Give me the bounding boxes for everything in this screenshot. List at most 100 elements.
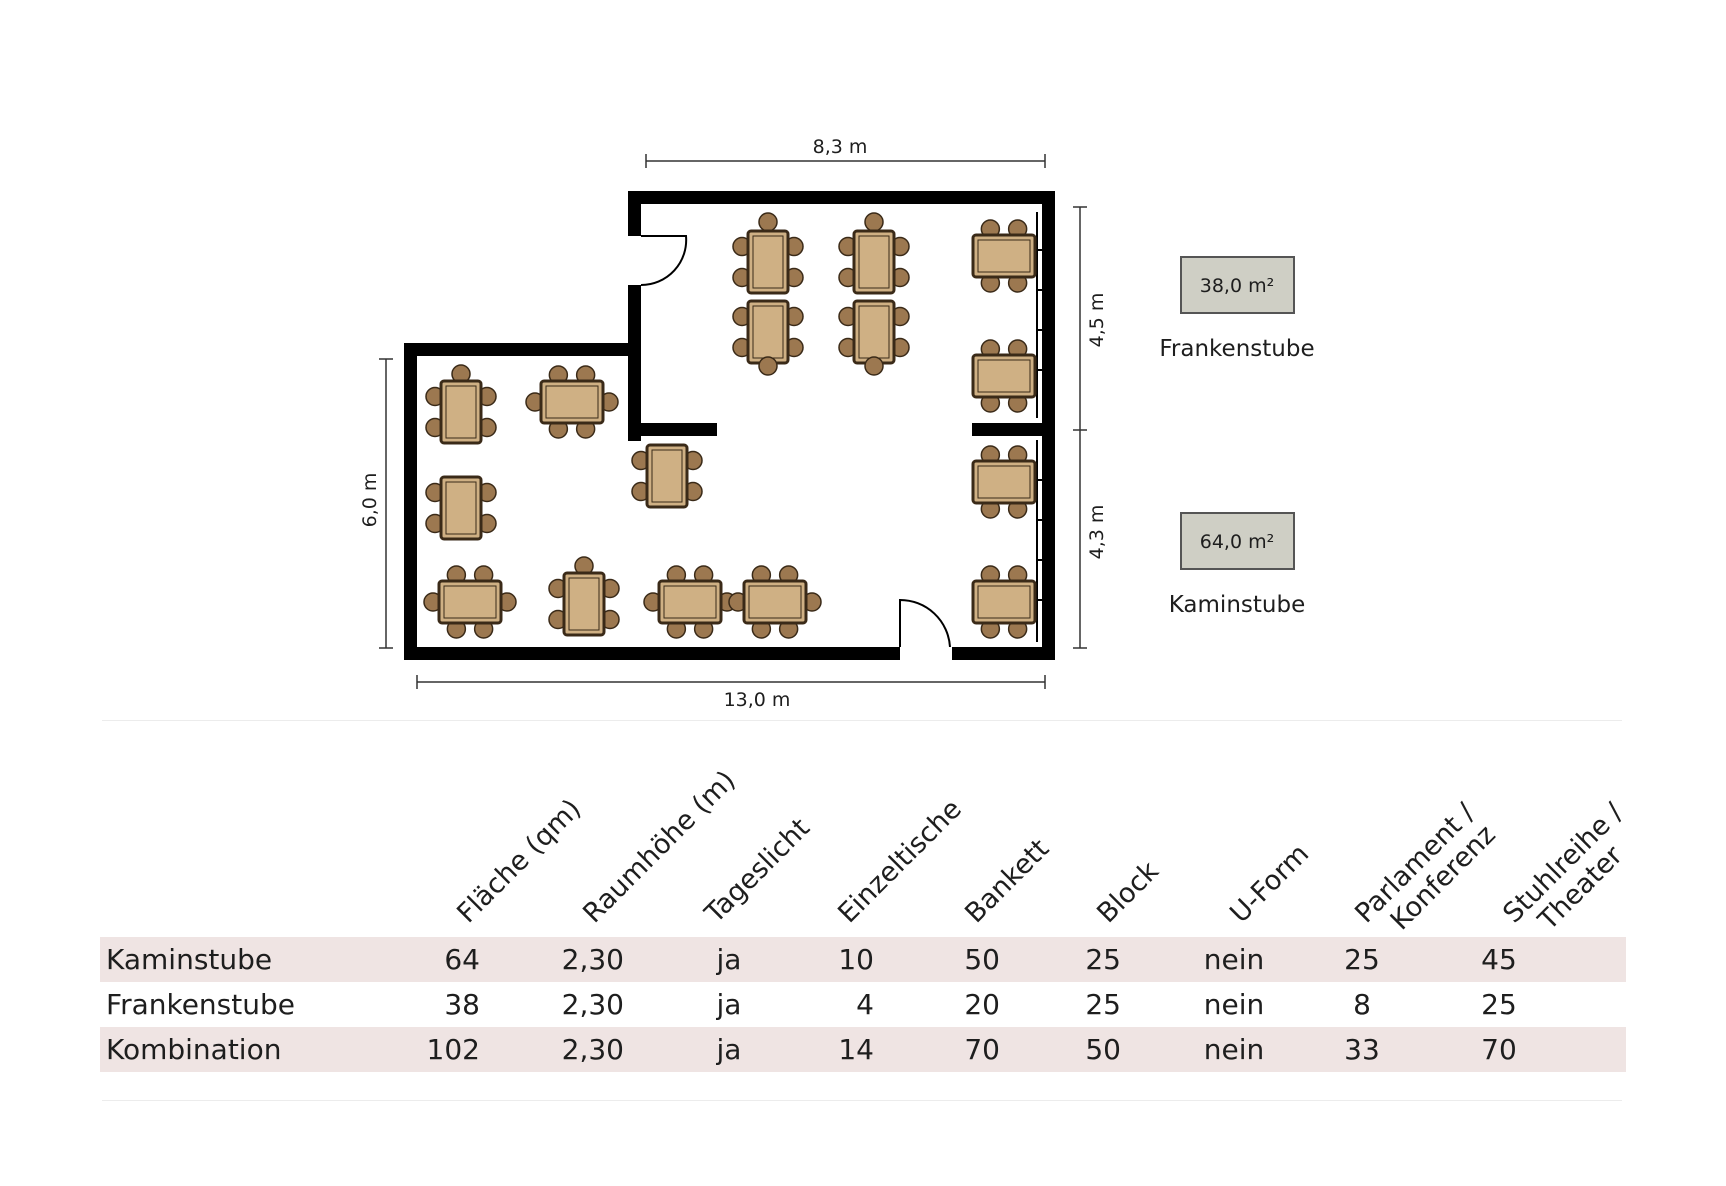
- col-header-parlament-konferenz: Parlament /Konferenz: [1349, 797, 1502, 937]
- cell-bankett: 20: [964, 988, 1000, 1021]
- table-inset: [663, 585, 717, 619]
- cell-u-form: nein: [1203, 943, 1265, 976]
- wall-segment: [628, 423, 717, 436]
- cell-tageslicht: ja: [716, 988, 742, 1021]
- cell-flaeche: 64: [444, 943, 480, 976]
- row-name: Frankenstube: [106, 988, 295, 1021]
- chair: [758, 356, 778, 376]
- table-inset: [443, 585, 497, 619]
- col-header-einzeltische: Einzeltische: [832, 793, 968, 930]
- table: [852, 229, 896, 295]
- wall-segment: [628, 285, 641, 441]
- table: [437, 579, 503, 625]
- table: [657, 579, 723, 625]
- col-header-raumhoehe: Raumhöhe (m): [577, 764, 742, 930]
- cell-parlament: 25: [1344, 943, 1380, 976]
- table: [439, 379, 483, 445]
- chair: [864, 356, 884, 376]
- cell-u-form: nein: [1203, 988, 1265, 1021]
- wall-segment: [404, 343, 417, 660]
- table-inset: [977, 585, 1031, 619]
- row-name: Kaminstube: [106, 943, 273, 976]
- table: [645, 443, 689, 509]
- frankenstube-label: Frankenstube: [1159, 336, 1314, 362]
- table: [971, 233, 1037, 279]
- wall-segment: [404, 647, 900, 660]
- furniture: [423, 212, 1037, 639]
- dim-right-upper-label: 4,5 m: [1086, 293, 1108, 348]
- cell-raumhoehe: 2,30: [561, 943, 624, 976]
- col-header-flaeche: Fläche (qm): [451, 793, 588, 930]
- cell-einzeltische: 10: [838, 943, 874, 976]
- frankenstube-area: 38,0 m²: [1200, 275, 1274, 297]
- wall-segment: [628, 191, 1055, 204]
- table: [971, 353, 1037, 399]
- table: [971, 579, 1037, 625]
- cell-block: 25: [1085, 988, 1121, 1021]
- col-header-u-form: U-Form: [1224, 838, 1316, 930]
- cell-stuhlreihe: 25: [1481, 988, 1517, 1021]
- frankenstube-area-box: [1180, 256, 1295, 314]
- cell-bankett: 70: [964, 1033, 1000, 1066]
- dim-bottom-label: 13,0 m: [724, 689, 791, 711]
- table-inset: [977, 465, 1031, 499]
- col-header-bankett: Bankett: [959, 833, 1056, 930]
- cell-flaeche: 38: [444, 988, 480, 1021]
- table: [562, 571, 606, 637]
- cell-tageslicht: ja: [716, 943, 742, 976]
- bottom-divider: [102, 1100, 1622, 1101]
- cell-tageslicht: ja: [716, 1033, 742, 1066]
- cell-block: 50: [1085, 1033, 1121, 1066]
- door-swing: [640, 235, 688, 287]
- dim-left-label: 6,0 m: [359, 473, 381, 528]
- table-inset: [977, 359, 1031, 393]
- wall-segment: [404, 343, 641, 356]
- cell-raumhoehe: 2,30: [561, 1033, 624, 1066]
- cell-raumhoehe: 2,30: [561, 988, 624, 1021]
- dimension-lines: [379, 154, 1087, 689]
- kaminstube-label: Kaminstube: [1169, 592, 1305, 618]
- table-inset: [445, 385, 477, 439]
- table-row-kombination: Kombination 102 2,30 ja 14 70 50 nein 33…: [100, 1027, 1626, 1072]
- dim-right-lower-label: 4,3 m: [1086, 505, 1108, 560]
- table-inset: [977, 239, 1031, 273]
- table: [539, 379, 605, 425]
- walls: [404, 191, 1055, 660]
- table-row-kaminstube: Kaminstube 64 2,30 ja 10 50 25 nein 25 4…: [100, 937, 1626, 982]
- table-inset: [545, 385, 599, 419]
- col-header-stuhlreihe-theater: Stuhlreihe /Theater: [1497, 797, 1630, 937]
- cell-u-form: nein: [1203, 1033, 1265, 1066]
- wall-segment: [952, 647, 1055, 660]
- chair: [864, 212, 884, 232]
- table-inset: [858, 235, 890, 289]
- door-swing: [899, 598, 951, 648]
- cell-parlament: 8: [1353, 988, 1371, 1021]
- wall-segment: [628, 191, 641, 236]
- table-inset: [445, 481, 477, 535]
- table-row-frankenstube: Frankenstube 38 2,30 ja 4 20 25 nein 8 2…: [100, 982, 1626, 1027]
- dim-top-label: 8,3 m: [813, 136, 868, 158]
- kaminstube-area-box: [1180, 512, 1295, 570]
- cell-block: 25: [1085, 943, 1121, 976]
- table: [746, 229, 790, 295]
- table-inset: [651, 449, 683, 503]
- cell-stuhlreihe: 45: [1481, 943, 1517, 976]
- cell-bankett: 50: [964, 943, 1000, 976]
- table: [852, 299, 896, 365]
- chair: [758, 212, 778, 232]
- table-inset: [752, 235, 784, 289]
- kaminstube-area: 64,0 m²: [1200, 531, 1274, 553]
- floor-plan: 8,3 m 13,0 m 6,0 m 4,5 m 4,3 m 38,0 m² F…: [359, 136, 1315, 711]
- table: [439, 475, 483, 541]
- section-divider: [102, 720, 1622, 721]
- cell-flaeche: 102: [426, 1033, 480, 1066]
- table-inset: [568, 577, 600, 631]
- cell-einzeltische: 4: [856, 988, 874, 1021]
- cell-einzeltische: 14: [838, 1033, 874, 1066]
- wall-segment: [972, 423, 1055, 436]
- cell-parlament: 33: [1344, 1033, 1380, 1066]
- row-name: Kombination: [106, 1033, 282, 1066]
- col-header-block: Block: [1091, 855, 1165, 930]
- table: [971, 459, 1037, 505]
- table-inset: [748, 585, 802, 619]
